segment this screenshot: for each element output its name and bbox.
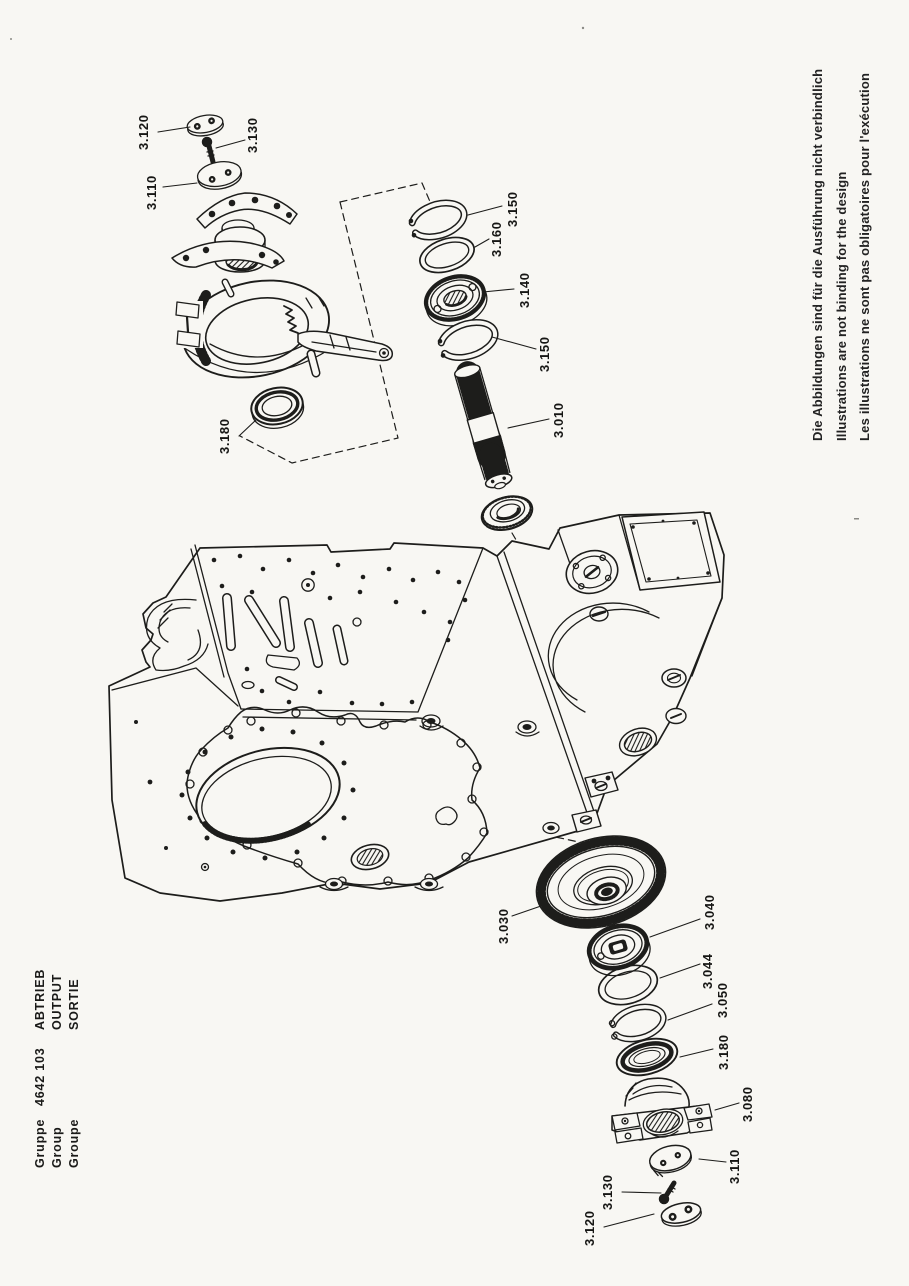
part-label: 3.180 [217,418,232,454]
ball-bearing-3140 [423,274,488,327]
title-block-row: Gruppe 4642 103 ABTRIEB [32,968,49,1168]
group-label: Gruppe [33,1118,47,1168]
group-code [66,1030,83,1106]
scan-artifacts [10,26,859,520]
group-name-de: ABTRIEB [33,968,47,1030]
part-label: 3.130 [600,1174,615,1210]
part-label: 3.150 [537,336,552,372]
group-label: Groupe [67,1118,81,1168]
disclaimer-note: Die Abbildungen sind für die Ausführung … [806,68,877,441]
part-label: 3.110 [727,1149,742,1184]
ring-3044 [597,964,659,1006]
group-code [49,1030,66,1106]
group-name-fr: SORTIE [67,978,81,1030]
part-label: 3.030 [496,908,511,944]
brake-band-assembly [175,278,394,379]
snap-ring-3050 [608,1003,667,1043]
part-label: 3.160 [489,221,504,257]
part-label: 3.050 [715,982,730,1018]
part-label: 3.110 [144,175,159,210]
part-label: 3.010 [551,402,566,438]
leader-lines [157,126,740,1228]
disclaimer-line-de: Die Abbildungen sind für die Ausführung … [810,68,825,441]
group-code: 4642 103 [33,1047,47,1106]
seal-ring-3180-top [250,386,305,429]
output-shaft-3010 [454,361,513,490]
upper-flange-plate [196,192,298,229]
part-label: 3.040 [702,894,717,930]
part-label: 3.120 [582,1210,597,1246]
lower-flange-plate [171,240,285,269]
output-gear-3030 [535,835,667,929]
bearing-carrier-3080 [611,1077,713,1144]
group-name-en: OUTPUT [50,973,64,1030]
block-3110-bottom [648,1144,692,1178]
snap-ring-3150-lower [437,319,499,361]
part-label: 3.130 [245,117,260,153]
cover-plate-3120-top [186,114,224,137]
disclaimer-line-en: Illustrations are not binding for the de… [833,171,849,441]
part-label: 3.080 [740,1086,755,1122]
part-label: 3.150 [505,191,520,227]
group-label: Group [50,1126,64,1169]
grooved-collar [480,495,534,532]
seal-ring-3180-bottom [615,1037,679,1077]
group-title-block: Gruppe 4642 103 ABTRIEB Group OUTPUT Gro… [32,968,83,1168]
part-label: 3.044 [700,953,715,989]
part-label: 3.180 [716,1034,731,1070]
bolt-3130-bottom [658,1180,677,1205]
block-3110-top [196,160,242,190]
snap-ring-3150-upper [408,199,468,241]
disclaimer-line-fr: Les illustrations ne sont pas obligatoir… [857,72,872,441]
part-label: 3.120 [136,114,151,150]
gearbox-housing [108,511,725,902]
cover-plate-3120-bottom [660,1202,702,1227]
bolt-3130-top [201,136,216,165]
part-label: 3.140 [517,272,532,308]
title-block-row: Group OUTPUT [49,968,66,1168]
title-block-row: Groupe SORTIE [66,968,83,1168]
ball-bearing-3040 [586,923,651,977]
ring-3160 [419,236,475,274]
